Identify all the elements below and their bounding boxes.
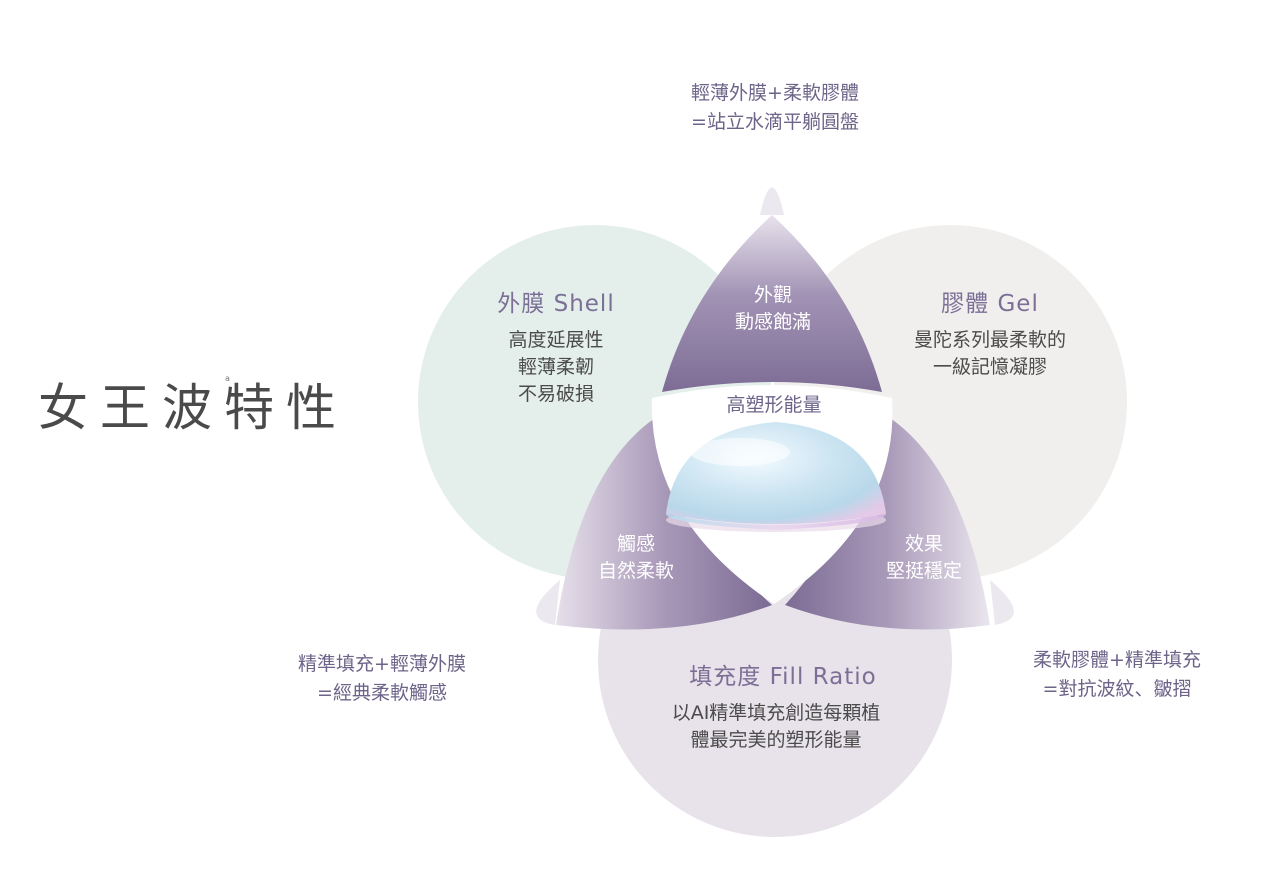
right-point xyxy=(990,580,1014,625)
right-lens-line1: 效果 xyxy=(904,533,944,555)
corner-left-note: 精準填充+輕薄外膜 =經典柔軟觸感 xyxy=(298,650,466,708)
shell-description: 高度延展性 輕薄柔韌 不易破損 xyxy=(508,327,603,408)
center-label: 高塑形能量 xyxy=(726,394,822,416)
corner-right-line1: 柔軟膠體+精準填充 xyxy=(1033,649,1201,671)
fill-ratio-title: 填充度 Fill Ratio xyxy=(689,664,877,690)
left-lens-line2: 自然柔軟 xyxy=(597,560,675,582)
fill-ratio-description: 以AI精準填充創造每顆植 體最完美的塑形能量 xyxy=(672,700,881,754)
left-lens-label: 觸感 自然柔軟 xyxy=(598,531,674,585)
corner-left-line2: =經典柔軟觸感 xyxy=(317,682,447,704)
right-lens xyxy=(785,418,990,630)
shell-line3: 不易破損 xyxy=(517,383,595,405)
top-point xyxy=(760,187,784,215)
breast-implant-image xyxy=(666,422,886,532)
gel-line1: 曼陀系列最柔軟的 xyxy=(913,329,1067,351)
corner-top-line2: =站立水滴平躺圓盤 xyxy=(691,111,859,133)
corner-right-line2: =對抗波紋、皺摺 xyxy=(1042,678,1192,700)
title-superscript: a xyxy=(225,374,230,383)
fill-ratio-line2: 體最完美的塑形能量 xyxy=(690,729,862,751)
right-lens-line2: 堅挺穩定 xyxy=(885,560,963,582)
shell-title: 外膜 Shell xyxy=(497,291,615,317)
corner-top-note: 輕薄外膜+柔軟膠體 =站立水滴平躺圓盤 xyxy=(691,79,859,137)
right-lens-label: 效果 堅挺穩定 xyxy=(886,531,962,585)
shell-line1: 高度延展性 xyxy=(508,329,604,351)
top-lens-line1: 外觀 xyxy=(753,284,793,306)
top-lens-line2: 動感飽滿 xyxy=(734,311,812,333)
corner-top-line1: 輕薄外膜+柔軟膠體 xyxy=(691,82,859,104)
gel-description: 曼陀系列最柔軟的 一級記憶凝膠 xyxy=(914,327,1066,381)
top-lens-label: 外觀 動感飽滿 xyxy=(735,282,811,336)
corner-right-note: 柔軟膠體+精準填充 =對抗波紋、皺摺 xyxy=(1033,646,1201,704)
top-lens xyxy=(662,215,882,392)
corner-left-line1: 精準填充+輕薄外膜 xyxy=(298,653,466,675)
left-point xyxy=(536,580,560,625)
shell-line2: 輕薄柔韌 xyxy=(517,356,595,378)
gel-line2: 一級記憶凝膠 xyxy=(932,356,1048,378)
page-title: 女王波特性 xyxy=(38,379,348,437)
gel-title: 膠體 Gel xyxy=(941,291,1039,317)
left-lens-line1: 觸感 xyxy=(616,533,656,555)
left-lens xyxy=(556,418,772,630)
fill-ratio-line1: 以AI精準填充創造每顆植 xyxy=(671,702,881,724)
